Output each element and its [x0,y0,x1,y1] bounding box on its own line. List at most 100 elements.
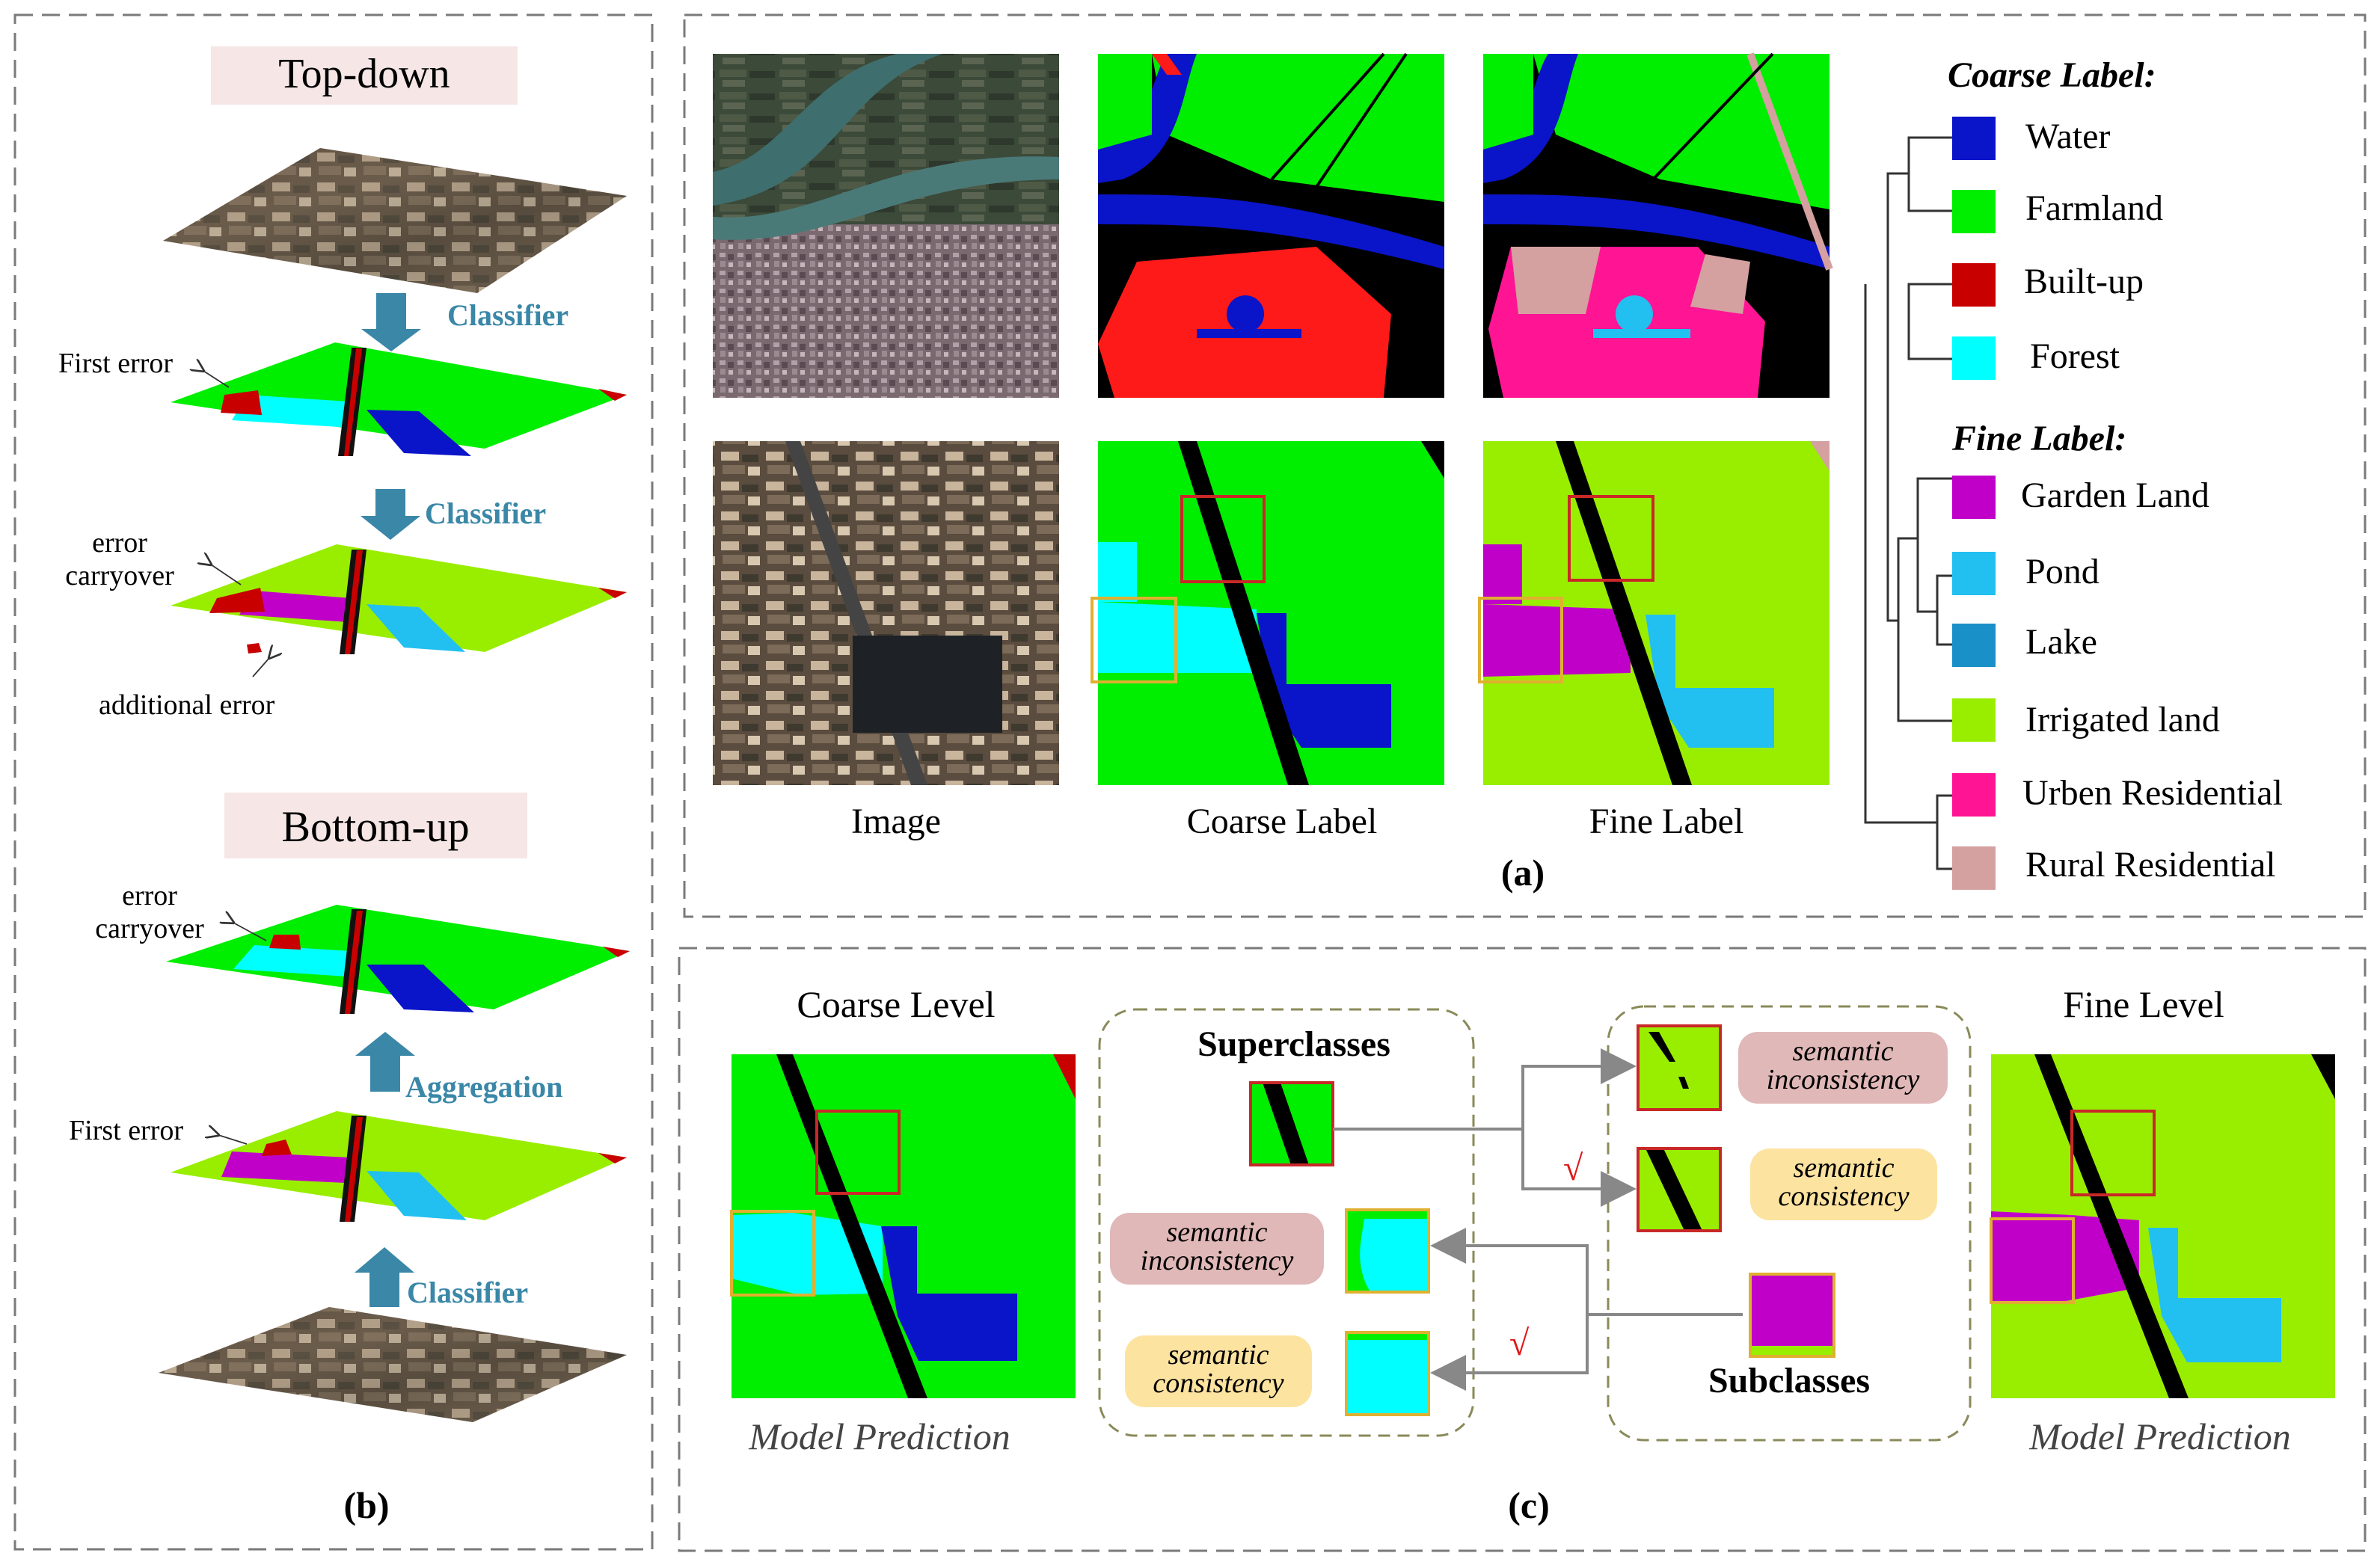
checkmark-super: √ [1509,1323,1530,1363]
coarse-level-title: Coarse Level [797,983,995,1025]
svg-text:Irrigated land: Irrigated land [2025,700,2220,740]
bottomup-fine-layer [171,1111,627,1222]
subclass-patch-red-2 [1637,1147,1722,1232]
bottomup-title-box [224,793,527,858]
panel-a-border [683,13,2367,918]
super-consistency-line1: semantic [1168,1339,1269,1371]
fine-pred-yellow-box [1990,1217,2075,1304]
svg-text:Urben Residential: Urben Residential [2022,773,2283,813]
svg-text:Rural Residential: Rural Residential [2025,845,2276,885]
topdown-title: Top-down [278,51,450,97]
checkmark-sub: √ [1563,1149,1583,1188]
bottomup-title: Bottom-up [281,802,469,851]
bottomup-classifier-arrow [355,1247,414,1307]
legend-item-rural-residential: Rural Residential [1952,845,2276,890]
coarse-label-caption: Coarse Label [1187,802,1378,841]
aggregation-label: Aggregation [405,1070,562,1104]
superclasses-box [1098,1008,1475,1437]
svg-text:Water: Water [2025,117,2110,156]
subclasses-title: Subclasses [1708,1361,1870,1400]
superclass-patch-yellow-1 [1345,1208,1430,1294]
panel-b-caption: (b) [343,1484,389,1526]
legend-item-lake: Lake [1952,622,2097,667]
topdown-fine-layer [171,544,627,654]
sub-consistency-line1: semantic [1793,1152,1894,1184]
image-caption: Image [851,802,941,841]
legend-item-garden-land: Garden Land [1952,476,2209,519]
panel-c-border [678,947,2367,1552]
panel-c: Coarse Level Fine Level Model Prediction… [730,983,2335,1526]
bottomup-coarse-layer [166,905,630,1014]
first-error-label-bottom: First error [69,1115,183,1146]
superclass-patch-red [1249,1081,1334,1166]
bottomup-classifier-label: Classifier [407,1276,528,1309]
first-error-label-top: First error [58,348,173,379]
svg-text:Forest: Forest [2030,336,2120,376]
super-inconsistency-line2: inconsistency [1141,1245,1294,1276]
legend-item-water: Water [1952,117,2110,160]
fine-model-prediction: Model Prediction [2028,1415,2290,1457]
error-carryover-bottom-2: carryover [95,913,204,944]
super-inconsistency-line1: semantic [1166,1217,1267,1248]
coarse-model-prediction: Model Prediction [748,1415,1010,1457]
connector-super-to-sub [1333,1048,1637,1207]
coarse-tile-2-yellow-box [1091,597,1177,683]
fine-tile-2-yellow-box [1478,597,1563,683]
coarse-label-tile-2 [1091,441,1444,785]
fine-prediction-map [1990,1054,2335,1398]
subclasses-box [1607,1005,1972,1442]
coarse-pred-red-box [815,1110,901,1195]
legend-item-forest: Forest [1952,336,2120,380]
legend-item-urban-residential: Urben Residential [1952,773,2283,817]
super-consistency-line2: consistency [1153,1368,1283,1399]
super-inconsistency-pill [1110,1213,1324,1285]
error-carryover-top-2: carryover [65,560,174,591]
legend-item-farmland: Farmland [1952,188,2163,233]
fine-level-title: Fine Level [2063,983,2224,1025]
fine-pred-red-box [2070,1110,2156,1196]
topdown-coarse-layer [171,342,627,456]
fine-label-caption: Fine Label [1589,802,1744,841]
legend-item-builtup: Built-up [1952,262,2144,307]
image-tile-2 [713,441,1059,785]
svg-text:Pond: Pond [2025,552,2100,591]
coarse-prediction-map [730,1054,1076,1398]
svg-text:Lake: Lake [2025,622,2097,662]
svg-text:Farmland: Farmland [2025,188,2163,228]
topdown-classifier-label-2: Classifier [425,496,546,530]
sub-inconsistency-line1: semantic [1792,1036,1893,1067]
panel-a-caption: (a) [1501,852,1545,894]
sub-consistency-line2: consistency [1778,1181,1909,1212]
legend: Coarse Label: Fine Label: Water [1864,55,2283,890]
fine-label-tile-2 [1478,441,1830,785]
legend-fine-title: Fine Label: [1951,419,2126,458]
superclasses-title: Superclasses [1197,1024,1390,1064]
aggregation-arrow [355,1032,415,1092]
subclass-patch-red-1 [1637,1024,1722,1111]
fine-tile-2-red-box [1568,495,1654,582]
topdown-arrow-2 [361,489,420,540]
error-carryover-top-1: error [92,527,147,559]
topdown-title-box [211,46,518,105]
topdown-arrow-1 [361,293,421,351]
coarse-tile-2-red-box [1180,495,1266,583]
additional-error-label: additional error [99,689,275,721]
connector-sub-to-super [1430,1228,1743,1391]
panel-b: Top-down Classifier First error Classifi… [58,46,630,1526]
legend-item-pond: Pond [1952,552,2100,595]
coarse-pred-yellow-box [730,1210,815,1297]
svg-text:Built-up: Built-up [2024,262,2144,301]
error-carryover-bottom-1: error [122,880,177,911]
subclass-patch-yellow [1749,1273,1835,1358]
superclass-patch-yellow-2 [1345,1331,1430,1416]
topdown-classifier-label-1: Classifier [447,298,568,332]
fine-label-tile-1 [1483,52,1833,398]
super-consistency-pill [1125,1335,1312,1407]
sub-inconsistency-pill [1738,1032,1948,1104]
panel-c-caption: (c) [1508,1484,1550,1526]
legend-item-irrigated-land: Irrigated land [1952,698,2220,742]
sub-inconsistency-line2: inconsistency [1767,1064,1920,1095]
svg-text:Garden Land: Garden Land [2021,476,2209,515]
legend-coarse-title: Coarse Label: [1948,55,2156,95]
